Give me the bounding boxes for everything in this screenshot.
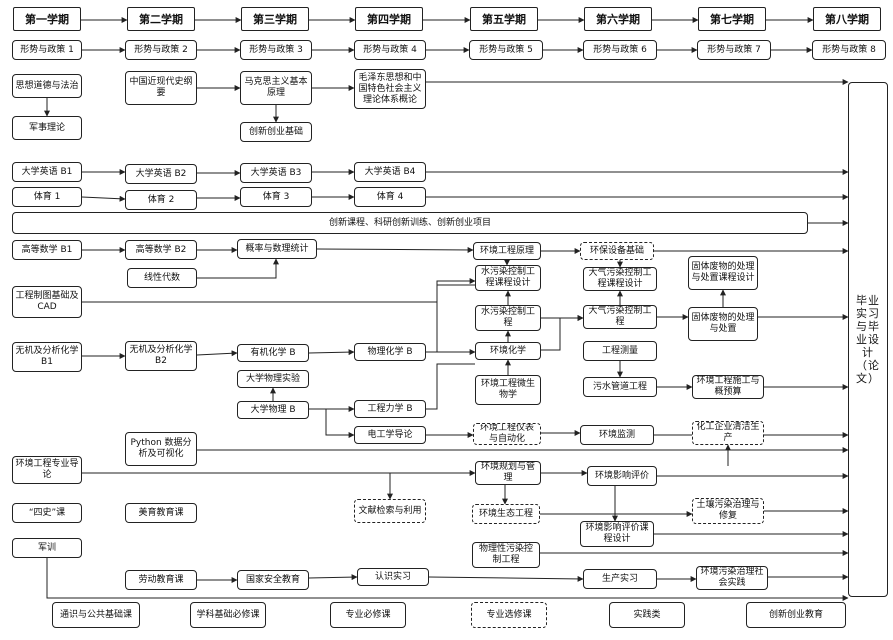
flow-arrow — [426, 363, 475, 410]
course-gltj: 概率与数理统计 — [237, 239, 317, 259]
legend-item: 创新创业教育 — [746, 602, 846, 628]
course-scsx: 生产实习 — [583, 569, 657, 589]
course-zgjds: 中国近现代史纲要 — [125, 71, 197, 105]
course-hjjc: 环境监测 — [580, 425, 654, 445]
course-sxdd: 思想道德与法治 — [12, 74, 82, 98]
course-jsll: 军事理论 — [12, 116, 82, 140]
flow-arrow — [197, 258, 279, 279]
course-swkcsj: 水污染控制工程课程设计 — [475, 265, 541, 291]
flow-arrow — [436, 284, 475, 352]
flow-arrow — [46, 558, 849, 601]
course-ty4: 体育 4 — [354, 187, 426, 207]
flow-arrow — [308, 574, 358, 581]
flow-arrow — [541, 315, 584, 351]
course-dxwl: 大学物理 B — [237, 401, 309, 419]
course-dxwlsy: 大学物理实验 — [237, 370, 309, 388]
course-gczt: 工程制图基础及 CAD — [12, 286, 82, 318]
semester-header: 第七学期 — [698, 7, 766, 31]
flow-arrow — [325, 409, 355, 438]
semester-header: 第三学期 — [241, 7, 309, 31]
course-rssx: 认识实习 — [357, 568, 429, 586]
course-ty1: 体育 1 — [12, 187, 82, 207]
course-hjsbjc: 环保设备基础 — [580, 242, 654, 260]
course-xs2: 形势与政策 2 — [125, 40, 197, 60]
flow-arrow — [428, 575, 584, 582]
course-python: Python 数据分析及可视化 — [125, 432, 197, 466]
legend-item: 通识与公共基础课 — [52, 602, 140, 628]
flow-arrow — [81, 195, 126, 202]
course-xs6: 形势与政策 6 — [583, 40, 657, 60]
course-hjgcyl: 环境工程原理 — [473, 242, 541, 260]
course-wlwr: 物理性污染控制工程 — [472, 542, 540, 568]
course-wjfx2: 无机及分析化学 B2 — [125, 341, 197, 371]
course-ty3: 体育 3 — [240, 187, 312, 207]
course-laodong: 劳动教育课 — [125, 570, 197, 590]
course-wjfx1: 无机及分析化学 B1 — [12, 342, 82, 372]
course-mkszy: 马克思主义基本原理 — [240, 71, 312, 105]
course-hjgcwsw: 环境工程微生物学 — [475, 375, 541, 405]
semester-header: 第六学期 — [584, 7, 652, 31]
course-hjghgl: 环境规划与管理 — [475, 461, 541, 485]
legend-item: 学科基础必修课 — [190, 602, 266, 628]
course-xs1: 形势与政策 1 — [12, 40, 82, 60]
course-xs7: 形势与政策 7 — [697, 40, 771, 60]
course-yy4: 大学英语 B4 — [354, 162, 426, 182]
course-yjhx: 有机化学 B — [237, 344, 309, 362]
course-wlhx: 物理化学 B — [354, 343, 426, 361]
course-hjyqzdh: 环境工程仪表与自动化 — [473, 423, 541, 445]
course-yy2: 大学英语 B2 — [125, 164, 197, 184]
course-gs2: 高等数学 B2 — [125, 240, 197, 260]
course-dgdz: 电工学导论 — [354, 426, 426, 444]
semester-header: 第二学期 — [127, 7, 195, 31]
course-dqgc: 大气污染控制工程 — [583, 305, 657, 329]
course-bysx: 毕业实习与毕业设计（论文） — [848, 82, 888, 597]
course-cxcyjc: 创新创业基础 — [240, 122, 312, 142]
course-xs3: 形势与政策 3 — [240, 40, 312, 60]
semester-header: 第五学期 — [470, 7, 538, 31]
course-hpkcsj: 环境影响评价课程设计 — [580, 521, 654, 547]
course-hggyqjsc: 化工企业清洁生产 — [692, 421, 764, 445]
course-hjsgys: 环境工程施工与概预算 — [692, 375, 764, 399]
course-gccl: 工程测量 — [583, 341, 657, 361]
course-mzdsx: 毛泽东思想和中国特色社会主义理论体系概论 — [354, 69, 426, 109]
course-gtfwkcsj: 固体废物的处理与处置课程设计 — [688, 256, 758, 290]
course-wsgdgc: 污水管道工程 — [583, 377, 657, 397]
course-gtfw: 固体废物的处理与处置 — [688, 307, 758, 341]
course-swgc: 水污染控制工程 — [475, 305, 541, 331]
course-hjstgc: 环境生态工程 — [472, 504, 540, 524]
course-wxjs: 文献检索与利用 — [354, 499, 426, 523]
course-hjyxpj: 环境影响评价 — [587, 466, 657, 486]
course-xs8: 形势与政策 8 — [812, 40, 886, 60]
legend-item: 专业选修课 — [471, 602, 547, 628]
course-gclx: 工程力学 B — [354, 400, 426, 418]
course-hjhx: 环境化学 — [475, 342, 541, 360]
course-trwr: 土壤污染治理与修复 — [692, 498, 764, 524]
course-hjzydl: 环境工程专业导论 — [12, 456, 82, 484]
course-xxds: 线性代数 — [127, 268, 197, 288]
course-hjwrzlsh: 环境污染治理社会实践 — [696, 566, 768, 590]
semester-header: 第八学期 — [813, 7, 881, 31]
course-cxkc: 创新课程、科研创新训练、创新创业项目 — [12, 212, 808, 234]
course-meiyu: 美育教育课 — [125, 503, 197, 523]
course-yy1: 大学英语 B1 — [12, 162, 82, 182]
course-ty2: 体育 2 — [125, 190, 197, 210]
semester-header: 第一学期 — [13, 7, 81, 31]
course-yy3: 大学英语 B3 — [240, 163, 312, 183]
flow-arrow — [196, 350, 238, 357]
legend-item: 专业必修课 — [330, 602, 406, 628]
course-junxun: 军训 — [12, 538, 82, 558]
flow-arrow — [308, 349, 355, 356]
course-xs4: 形势与政策 4 — [354, 40, 426, 60]
course-gjaq: 国家安全教育 — [237, 570, 309, 590]
legend-item: 实践类 — [609, 602, 685, 628]
course-sishi: “四史”课 — [12, 503, 82, 523]
course-dqkcsj: 大气污染控制工程课程设计 — [583, 267, 657, 291]
semester-header: 第四学期 — [355, 7, 423, 31]
course-gs1: 高等数学 B1 — [12, 240, 82, 260]
course-xs5: 形势与政策 5 — [469, 40, 543, 60]
flow-arrow — [316, 246, 474, 253]
